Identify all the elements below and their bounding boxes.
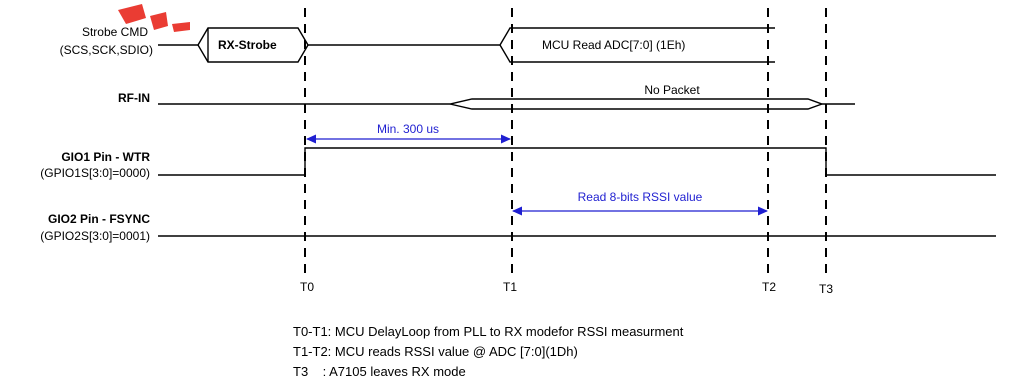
rfin-waveform <box>158 98 855 110</box>
rx-strobe-label: RX-Strobe <box>218 38 277 52</box>
t2-label: T2 <box>762 280 776 294</box>
rfin-name-label: RF-IN <box>118 91 150 105</box>
strobe-name-label: Strobe CMD <box>82 25 148 39</box>
gio1-config-label: (GPIO1S[3:0]=0000) <box>40 166 150 180</box>
gio1-waveform <box>158 147 996 176</box>
gio2-name-label: GIO2 Pin - FSYNC <box>48 212 150 226</box>
mcu-read-adc-label: MCU Read ADC[7:0] (1Eh) <box>542 38 685 52</box>
no-packet-label: No Packet <box>644 83 700 97</box>
gio2-config-label: (GPIO2S[3:0]=0001) <box>40 229 150 243</box>
note-t1-t2: T1-T2: MCU reads RSSI value @ ADC [7:0](… <box>293 344 578 359</box>
watermark-icon <box>118 4 190 32</box>
t0-t1-interval-arrow <box>306 134 511 144</box>
strobe-waveform <box>158 27 775 63</box>
gio1-name-label: GIO1 Pin - WTR <box>61 150 150 164</box>
note-t3: T3 : A7105 leaves RX mode <box>293 364 466 379</box>
t1-label: T1 <box>503 280 517 294</box>
t3-label: T3 <box>819 282 833 296</box>
t1-t2-interval-label: Read 8-bits RSSI value <box>578 190 703 204</box>
t1-t2-interval-arrow <box>512 206 768 216</box>
strobe-pins-label: (SCS,SCK,SDIO) <box>60 43 153 57</box>
t0-t1-interval-label: Min. 300 us <box>377 122 439 136</box>
t0-label: T0 <box>300 280 314 294</box>
note-t0-t1: T0-T1: MCU DelayLoop from PLL to RX mode… <box>293 324 684 339</box>
